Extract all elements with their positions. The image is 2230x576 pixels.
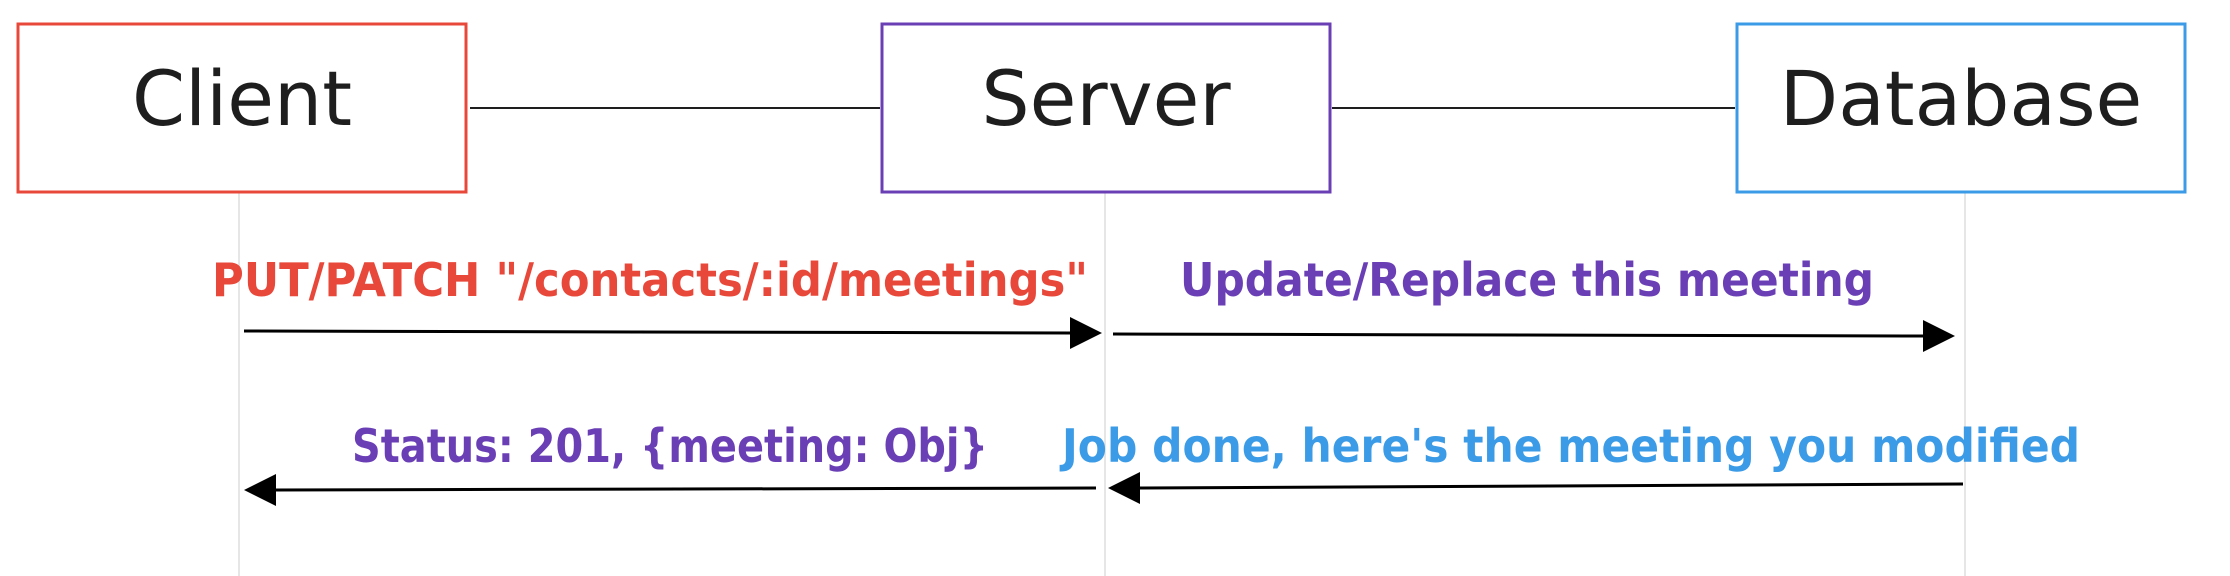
message-server-response: Status: 201, {meeting: Obj} xyxy=(244,419,1097,506)
message-update-query-arrowhead xyxy=(1923,320,1955,352)
message-server-response-arrowhead xyxy=(244,474,276,506)
actor-server: Server xyxy=(880,22,1332,194)
actor-client: Client xyxy=(16,22,468,194)
message-server-response-label: Status: 201, {meeting: Obj} xyxy=(352,419,988,473)
actor-database: Database xyxy=(1735,22,2187,194)
actor-server-box xyxy=(880,22,1332,194)
message-db-response-label: Job done, here's the meeting you modifie… xyxy=(1059,419,2080,473)
actor-server-label: Server xyxy=(981,54,1231,143)
message-update-query-label: Update/Replace this meeting xyxy=(1180,253,1874,307)
message-db-response-line xyxy=(1137,482,1964,490)
actor-database-box xyxy=(1735,22,2187,194)
message-put-request: PUT/PATCH "/contacts/:id/meetings" xyxy=(212,253,1102,349)
message-db-response-arrowhead xyxy=(1108,472,1140,504)
actor-database-label: Database xyxy=(1780,54,2143,143)
actor-client-box xyxy=(16,22,468,194)
message-update-query-line xyxy=(1112,332,1926,338)
message-put-request-arrowhead xyxy=(1070,317,1102,349)
message-update-query: Update/Replace this meeting xyxy=(1112,253,1955,352)
message-put-request-label: PUT/PATCH "/contacts/:id/meetings" xyxy=(212,253,1088,307)
message-server-response-line xyxy=(273,486,1097,492)
actor-client-label: Client xyxy=(132,54,352,143)
message-db-response: Job done, here's the meeting you modifie… xyxy=(1059,419,2080,504)
message-put-request-line xyxy=(243,329,1073,335)
